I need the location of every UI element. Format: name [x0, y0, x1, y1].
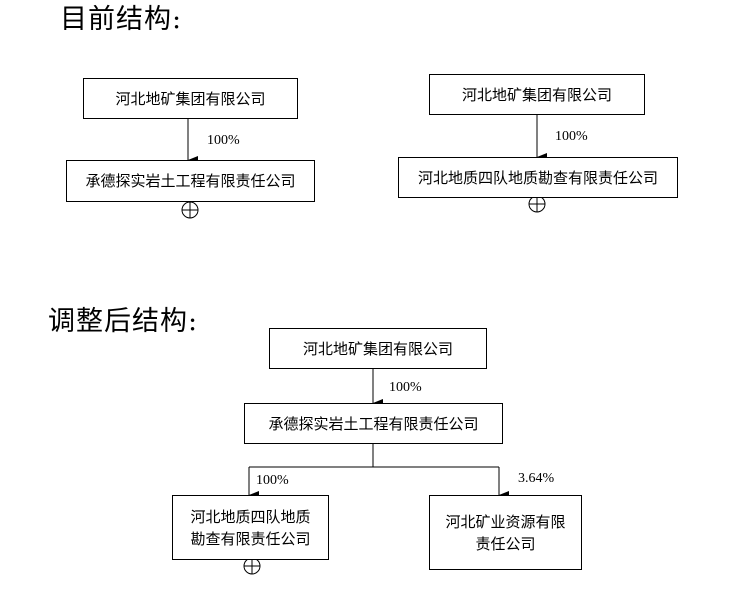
- adjusted-structure-heading: 调整后结构:: [48, 306, 199, 337]
- adjusted-middle-box: 承德探实岩土工程有限责任公司: [244, 403, 503, 444]
- adjusted-parent-box: 河北地矿集团有限公司: [269, 328, 487, 369]
- current-right-child-box: 河北地质四队地质勘查有限责任公司: [398, 157, 678, 198]
- adjusted-right-child-line1: 河北矿业资源有限: [445, 512, 566, 531]
- adjusted-parent-percent: 100%: [389, 380, 422, 395]
- adjusted-left-child-line2: 勘查有限责任公司: [190, 529, 311, 548]
- adjusted-left-percent: 100%: [256, 473, 289, 488]
- current-right-percent: 100%: [555, 129, 588, 144]
- current-left-parent-box: 河北地矿集团有限公司: [83, 78, 298, 119]
- current-right-parent-box: 河北地矿集团有限公司: [429, 74, 645, 115]
- adjusted-right-child-line2: 责任公司: [475, 534, 536, 553]
- circle-plus-icon: [243, 557, 261, 575]
- adjusted-right-child-box: 河北矿业资源有限 责任公司: [429, 495, 582, 570]
- current-left-percent: 100%: [207, 133, 240, 148]
- adjusted-left-child-box: 河北地质四队地质 勘查有限责任公司: [172, 495, 329, 560]
- adjusted-right-percent: 3.64%: [518, 471, 555, 486]
- circle-plus-icon: [528, 195, 546, 213]
- circle-plus-icon: [181, 201, 199, 219]
- current-structure-heading: 目前结构:: [60, 4, 183, 35]
- current-left-child-box: 承德探实岩土工程有限责任公司: [66, 160, 315, 202]
- adjusted-left-child-line1: 河北地质四队地质: [190, 507, 311, 526]
